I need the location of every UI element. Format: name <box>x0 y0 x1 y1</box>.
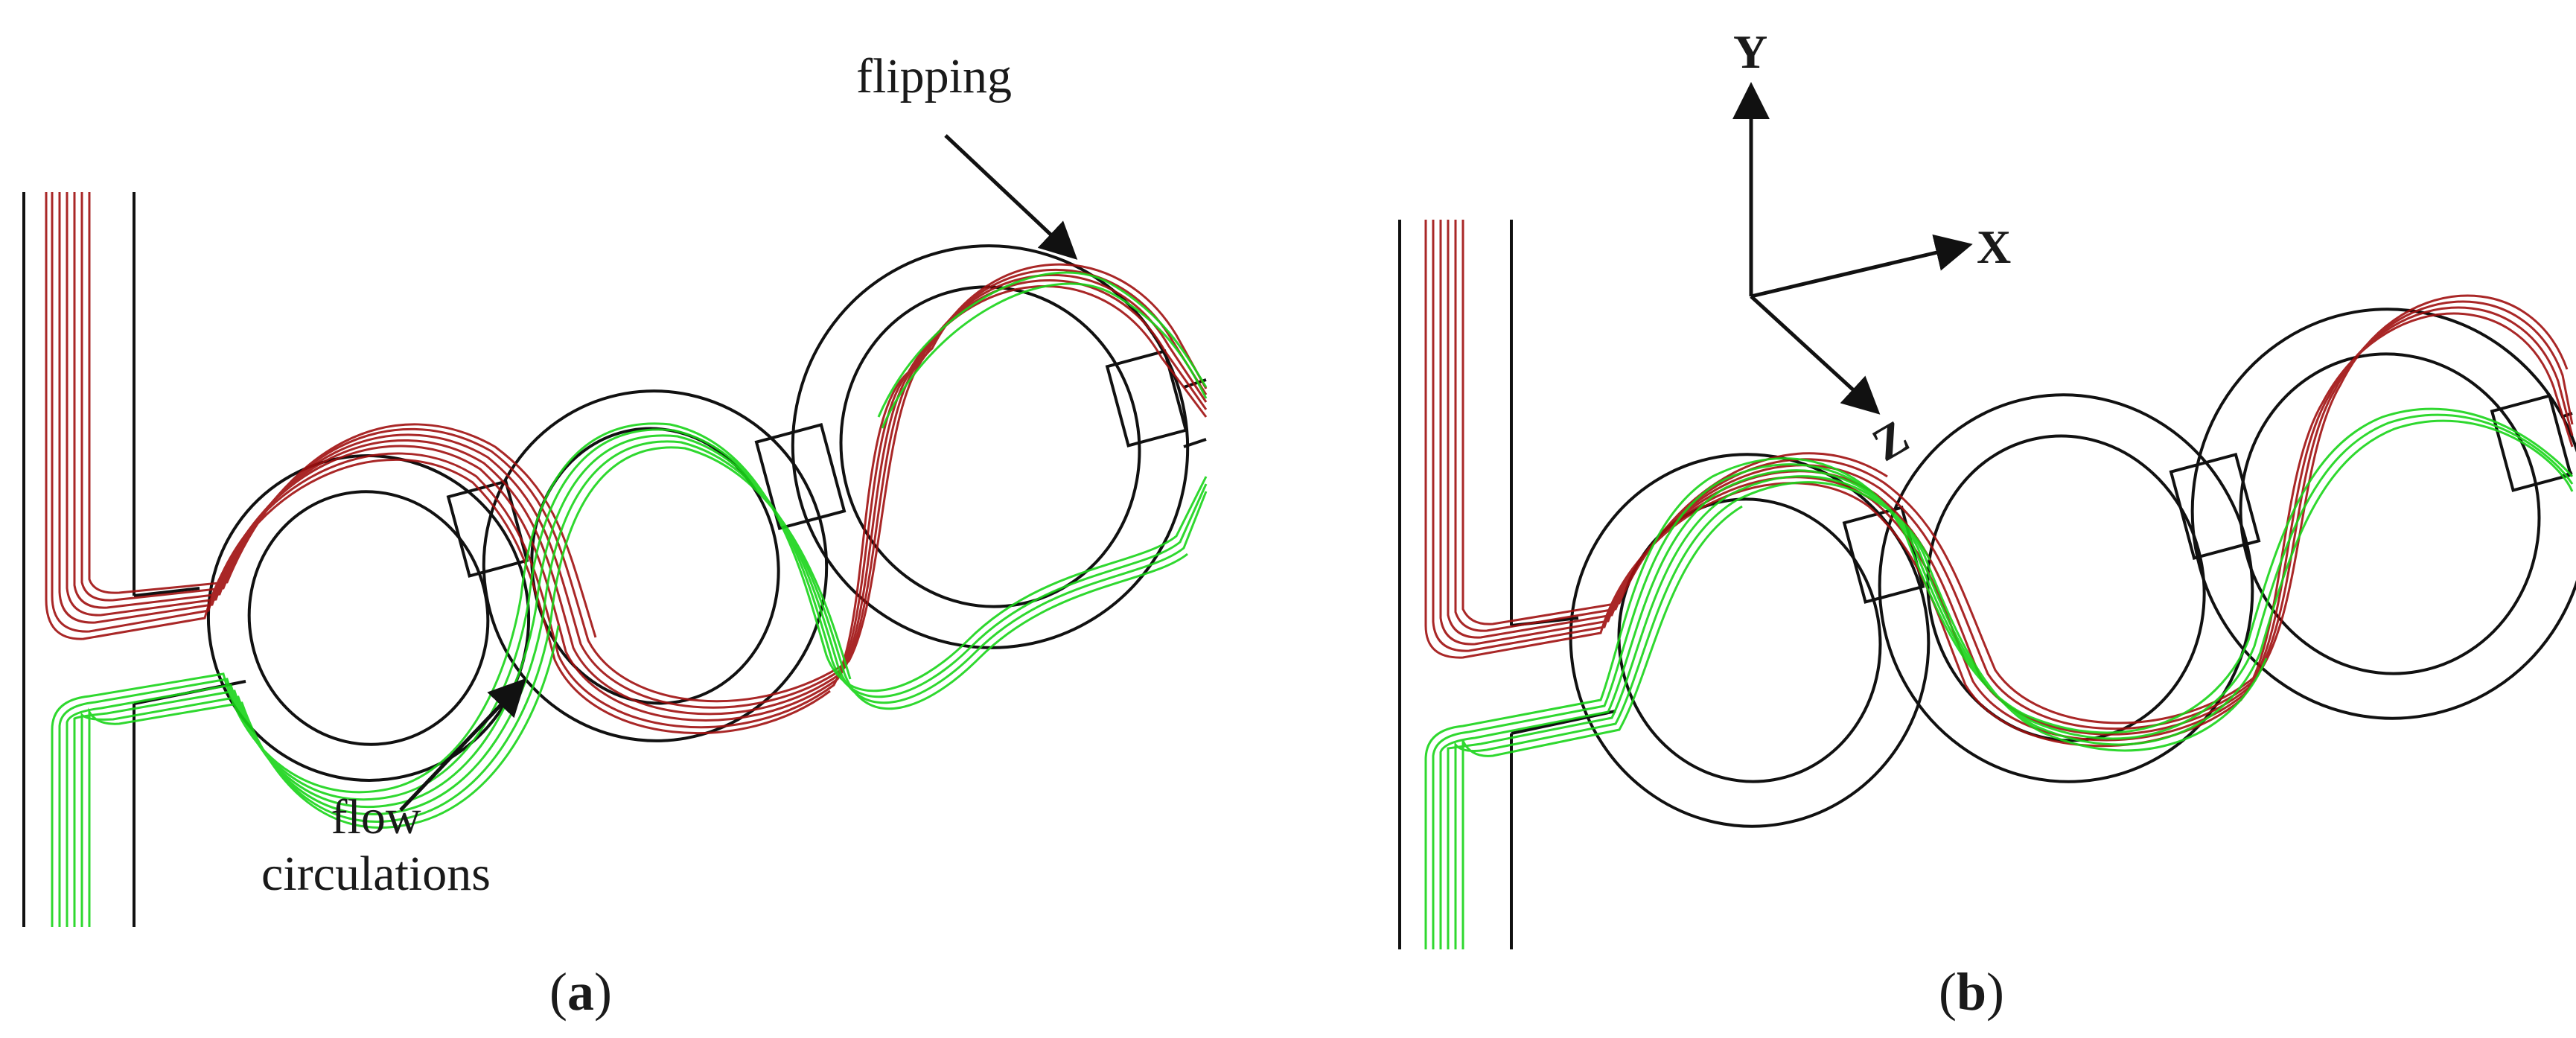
flipping-label: flipping <box>856 49 1012 104</box>
coordinate-axes <box>1732 82 1973 415</box>
annotation-arrows <box>399 134 1078 812</box>
x-axis-arrow <box>1750 234 1973 299</box>
ring-outlines-b <box>1569 308 2576 828</box>
caption-b: (b) <box>1939 962 2005 1022</box>
caption-a: (a) <box>549 962 612 1022</box>
flow-label-line2: circulations <box>261 846 491 901</box>
red-streamlines <box>45 192 1208 734</box>
flow-label-line1: flow <box>331 790 421 844</box>
y-axis-label: Y <box>1733 25 1768 78</box>
caption-a-letter: a <box>567 962 594 1022</box>
inlet-channel-outline <box>22 192 246 927</box>
z-axis-arrow <box>1750 295 1881 415</box>
flipping-arrow <box>944 134 1078 260</box>
flow-circulations-arrow <box>399 678 526 812</box>
green-streamlines-b <box>1424 407 2574 949</box>
ring-outlines <box>206 244 1207 782</box>
caption-b-letter: b <box>1956 962 1987 1022</box>
green-streamlines <box>51 271 1208 927</box>
panel-a <box>22 134 1208 927</box>
flow-circulations-label: flow circulations <box>257 789 495 902</box>
red-streamlines-b <box>1424 220 2574 748</box>
x-axis-label: X <box>1977 220 2012 273</box>
panel-b <box>1398 82 2576 949</box>
